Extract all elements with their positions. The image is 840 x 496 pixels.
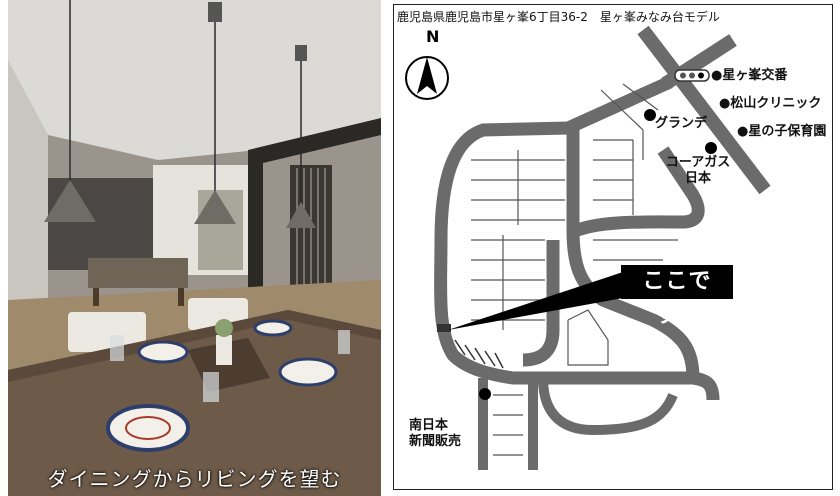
landmark-newspaper: 南日本 新聞販売 [409, 418, 461, 450]
map-address: 鹿児島県鹿児島市星ヶ峯6丁目36-2 星ヶ峯みなみ台モデル [397, 10, 720, 24]
road-inner-loop [522, 240, 560, 367]
interior-photo: ダイニングからリビングを望む [8, 0, 381, 496]
photo-caption: ダイニングからリビングを望む [47, 467, 342, 491]
road-main-curve [434, 76, 720, 401]
landmark-police-box: ●星ヶ峯交番 [711, 68, 788, 83]
north-arrow-icon [405, 56, 449, 100]
target-hatch [454, 339, 504, 369]
landmark-grande: グランデ [655, 116, 708, 131]
landmark-clinic: ●松山クリニック [719, 96, 822, 111]
north-label: N [426, 27, 440, 46]
road-south-east [538, 377, 678, 436]
road-east-loop [570, 146, 705, 239]
landmark-gas: コーアガス 日本 [663, 155, 733, 187]
north-arrow [399, 24, 459, 104]
landmark-gas-line2: 日本 [684, 171, 711, 186]
landmark-news-line1: 南日本 [409, 418, 449, 433]
target-marker [437, 324, 451, 332]
map-frame [393, 4, 833, 490]
road-diagonal-main [637, 25, 771, 195]
landmark-gas-line1: コーアガス [665, 155, 731, 170]
news-dot-icon [479, 388, 491, 400]
gas-dot-icon [705, 142, 717, 154]
location-map: N 鹿児島県鹿児島市星ヶ峯6丁目36-2 星ヶ峯みなみ台モデル ●星ヶ峯交番 ●… [393, 0, 840, 496]
interior-photo-illustration [8, 0, 381, 496]
landmark-nursery: ●星の子保育園 [737, 124, 827, 139]
callout-pointer [448, 272, 623, 330]
map-roads [434, 25, 771, 470]
landmark-news-line2: 新聞販売 [409, 434, 462, 449]
here-callout: ここです。 [621, 265, 733, 328]
map-blocks [471, 83, 678, 456]
grande-dot-icon [644, 109, 656, 121]
